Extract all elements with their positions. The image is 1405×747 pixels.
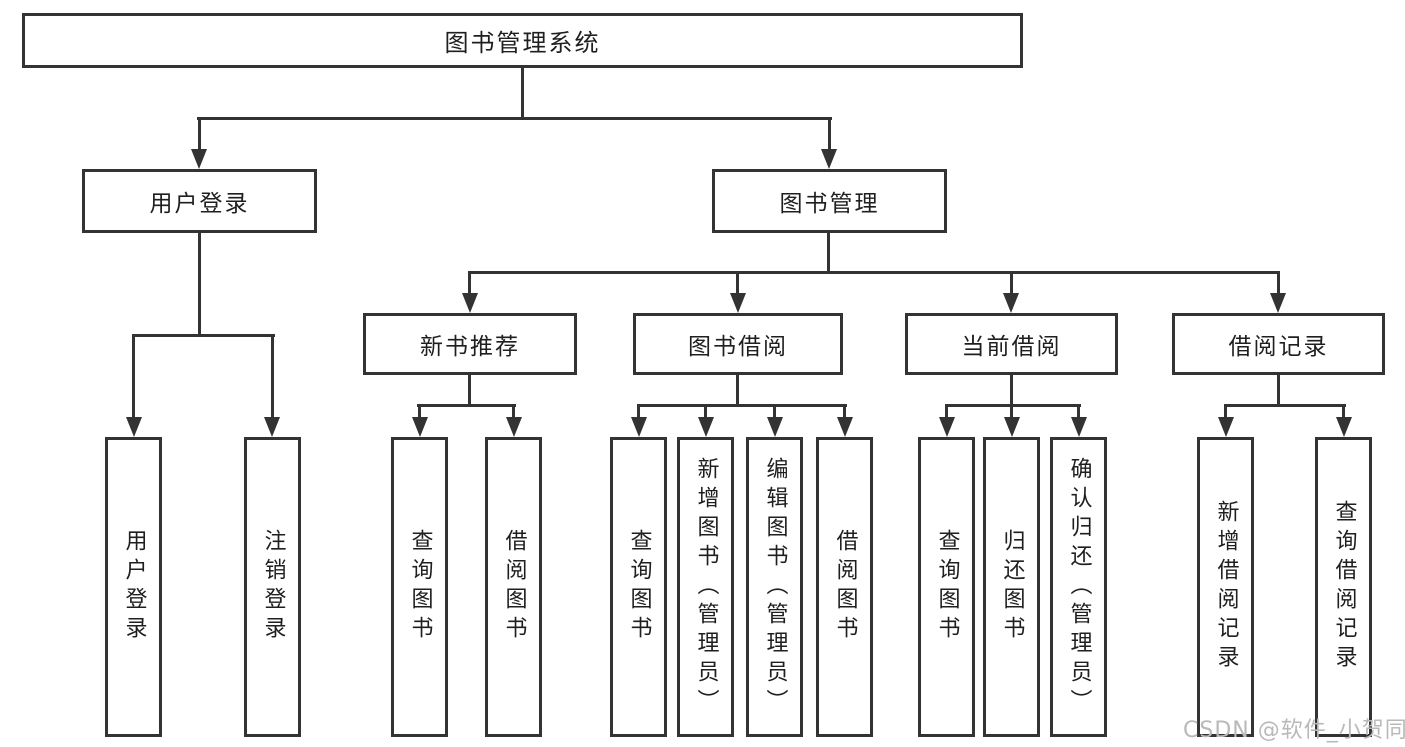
connector-stem-user-login [198,117,201,150]
node-current-borrow: 当前借阅 [905,313,1118,375]
arrowhead-bb-edit [767,417,783,437]
connector-stem-bb-query [637,405,640,418]
leaf-bb-edit-books-admin: 编辑图书（管理员） [746,437,803,737]
arrowhead-new-book-recommend [462,293,478,313]
node-new-book-recommend: 新书推荐 [363,313,577,375]
leaf-bb-edit-books-admin-label: 编辑图书（管理员） [762,456,788,718]
connector-br-branch [1224,404,1346,407]
leaf-logout-label: 注销登录 [260,529,286,645]
connector-stem-cb-query [945,405,948,418]
connector-book-management-trunk [827,233,830,274]
leaf-bb-query-books-label: 查询图书 [626,529,652,645]
node-book-borrow: 图书借阅 [633,313,843,375]
leaf-cb-return-books-label: 归还图书 [999,529,1025,645]
leaf-user-login-label: 用户登录 [121,529,147,645]
connector-nbr-trunk [468,375,471,407]
connector-stem-bb-edit [773,405,776,418]
leaf-cb-query-books-label: 查询图书 [934,529,960,645]
connector-bb-branch [637,404,847,407]
leaf-nbr-borrow-books: 借阅图书 [485,437,542,737]
node-borrow-records-label: 借阅记录 [1228,334,1329,360]
node-borrow-records: 借阅记录 [1172,313,1385,375]
connector-root-trunk [521,66,524,119]
connector-br-trunk [1277,375,1280,407]
connector-stem-br-query [1342,405,1345,418]
connector-user-login-branch [132,334,275,337]
node-new-book-recommend-label: 新书推荐 [420,334,520,360]
connector-stem-bb-borrow [843,405,846,418]
leaf-cb-confirm-return-admin-label: 确认归还（管理员） [1066,456,1092,718]
arrowhead-bb-query [631,417,647,437]
connector-stem-leaf-logout [271,336,274,419]
leaf-nbr-query-books: 查询图书 [391,437,448,737]
arrowhead-book-borrow [730,293,746,313]
connector-stem-new-book-recommend [468,273,471,294]
leaf-cb-confirm-return-admin: 确认归还（管理员） [1050,437,1107,737]
arrowhead-bb-add [698,417,714,437]
leaf-nbr-borrow-books-label: 借阅图书 [501,529,527,645]
leaf-br-query-record-label: 查询借阅记录 [1331,500,1357,674]
connector-cb-trunk [1010,375,1013,407]
leaf-bb-borrow-books: 借阅图书 [816,437,873,737]
arrowhead-cb-query [939,417,955,437]
arrowhead-user-login [191,149,207,169]
connector-book-management-branch [468,271,1280,274]
arrowhead-leaf-logout [264,417,280,437]
arrowhead-leaf-login [126,417,142,437]
leaf-bb-borrow-books-label: 借阅图书 [832,529,858,645]
connector-stem-nbr-borrow [512,405,515,418]
arrowhead-br-query [1336,417,1352,437]
arrowhead-nbr-query [412,417,428,437]
connector-stem-book-borrow [736,273,739,294]
node-book-borrow-label: 图书借阅 [688,334,788,360]
arrowhead-bb-borrow [837,417,853,437]
csdn-watermark: CSDN @软件_小贺同学 [1183,718,1405,743]
connector-stem-cb-return [1010,405,1013,418]
connector-bb-trunk [736,375,739,407]
leaf-br-add-record-label: 新增借阅记录 [1213,500,1239,674]
node-book-management: 图书管理 [712,169,947,233]
node-root-label: 图书管理系统 [444,29,601,57]
node-current-borrow-label: 当前借阅 [961,334,1062,360]
node-user-login: 用户登录 [82,169,317,233]
connector-nbr-branch [417,404,516,407]
leaf-user-login: 用户登录 [105,437,162,737]
connector-user-login-trunk [198,233,201,337]
node-book-management-label: 图书管理 [779,191,880,217]
connector-stem-nbr-query [418,405,421,418]
connector-stem-book-management [828,117,831,150]
leaf-nbr-query-books-label: 查询图书 [407,529,433,645]
leaf-br-query-record: 查询借阅记录 [1315,437,1372,737]
arrowhead-current-borrow [1003,293,1019,313]
arrowhead-book-management [821,149,837,169]
arrowhead-br-add [1218,417,1234,437]
connector-stem-br-add [1224,405,1227,418]
connector-cb-branch [945,404,1081,407]
connector-stem-borrow-records [1277,273,1280,294]
arrowhead-cb-return [1004,417,1020,437]
arrowhead-cb-confirm [1071,417,1087,437]
leaf-br-add-record: 新增借阅记录 [1197,437,1254,737]
connector-stem-current-borrow [1010,273,1013,294]
leaf-logout: 注销登录 [244,437,301,737]
leaf-bb-add-books-admin-label: 新增图书（管理员） [693,456,719,718]
connector-root-branch [197,117,832,120]
leaf-bb-query-books: 查询图书 [610,437,667,737]
connector-stem-cb-confirm [1077,405,1080,418]
connector-stem-leaf-login [132,336,135,419]
node-root: 图书管理系统 [22,13,1023,68]
leaf-cb-return-books: 归还图书 [983,437,1040,737]
arrowhead-borrow-records [1270,293,1286,313]
connector-stem-bb-add [704,405,707,418]
arrowhead-nbr-borrow [506,417,522,437]
leaf-bb-add-books-admin: 新增图书（管理员） [677,437,734,737]
node-user-login-label: 用户登录 [149,191,250,217]
leaf-cb-query-books: 查询图书 [918,437,975,737]
